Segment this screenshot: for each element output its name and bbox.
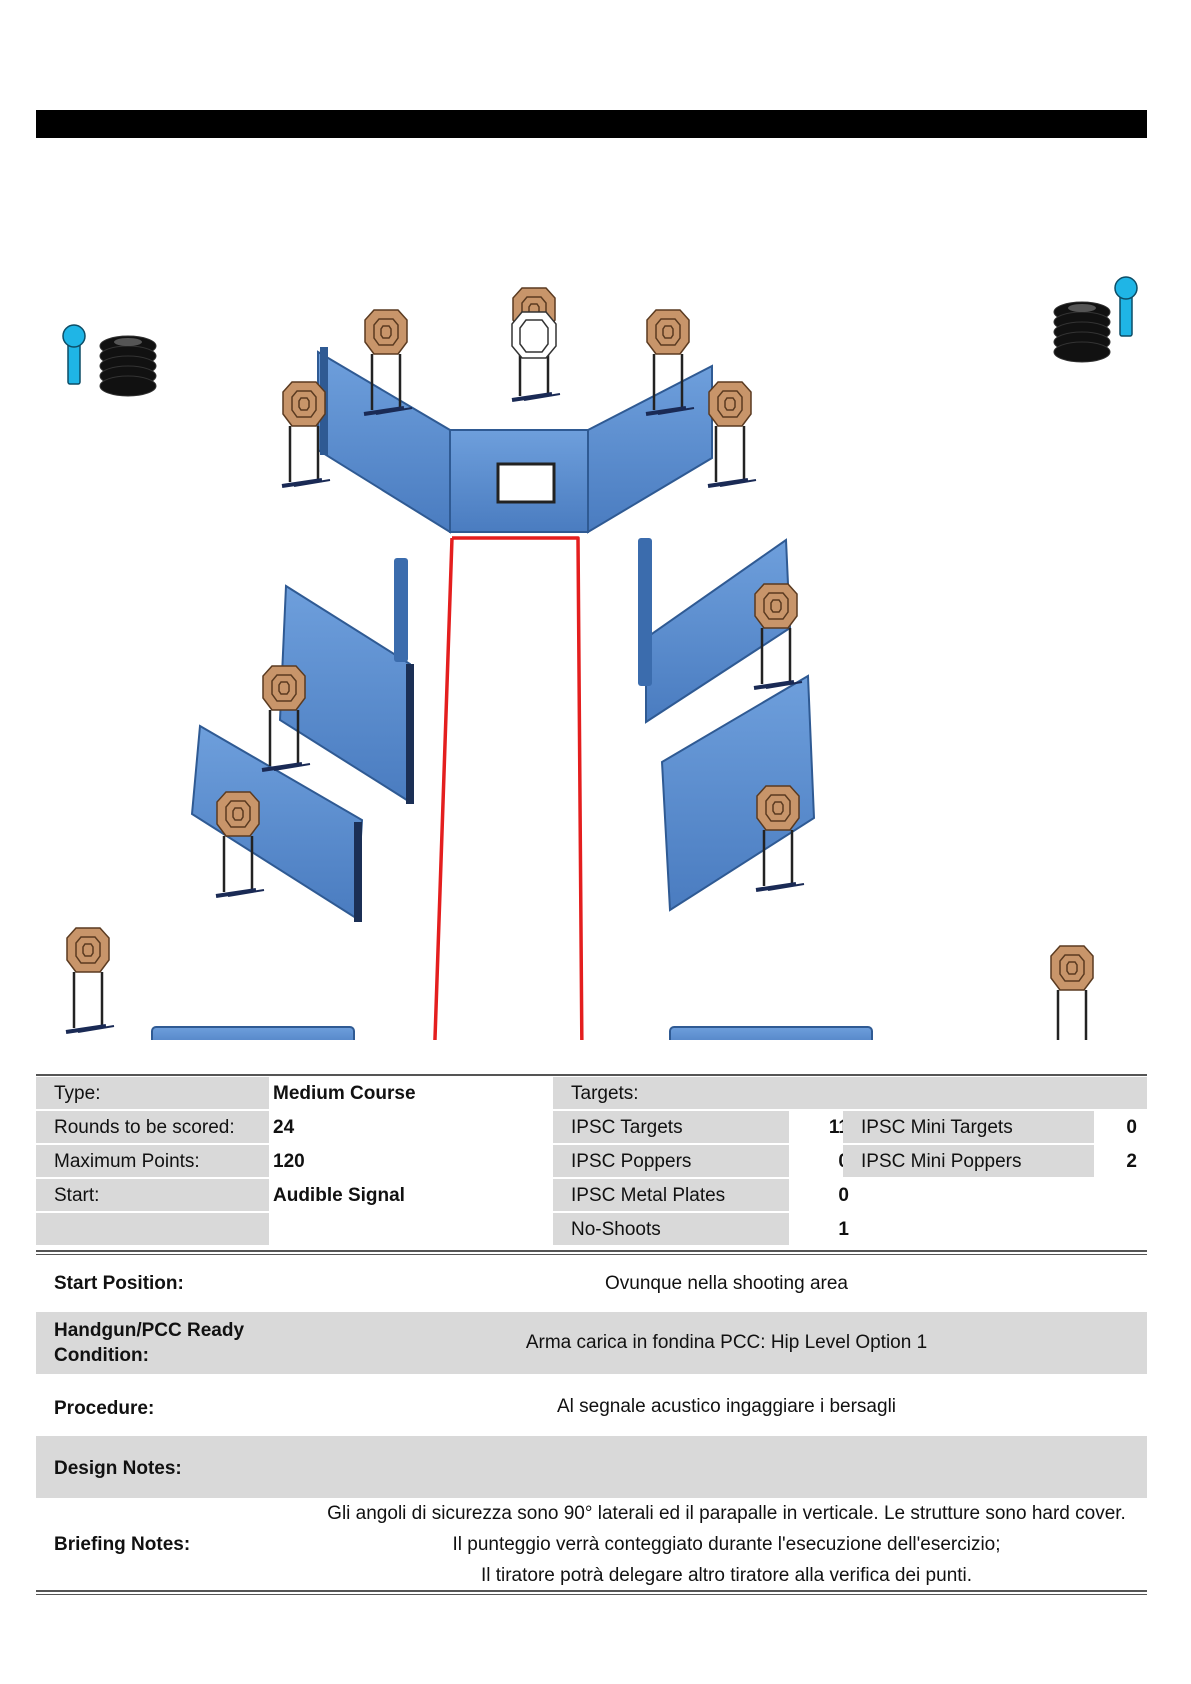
- ready-label-line2: Condition:: [54, 1345, 149, 1366]
- header-bar: [36, 110, 1147, 138]
- target-label-ipsc: IPSC Targets: [553, 1111, 789, 1145]
- wall-left-post: [394, 558, 408, 662]
- rounds-label: Rounds to be scored:: [36, 1111, 269, 1145]
- target-label-plates: IPSC Metal Plates: [553, 1179, 789, 1213]
- wall-top-left: [317, 350, 451, 534]
- ipsc-target-5: [262, 665, 306, 711]
- wall-right-lower: [660, 674, 816, 912]
- shooting-port: [496, 462, 556, 504]
- design-notes-label: Design Notes:: [54, 1458, 182, 1479]
- ready-condition-row: Handgun/PCC Ready Condition: Arma carica…: [36, 1312, 1147, 1374]
- ipsc-target-10-stand: [1048, 988, 1100, 1040]
- target-label-poppers: IPSC Poppers: [553, 1145, 789, 1179]
- tyre-stack-right-top: [1068, 304, 1096, 312]
- low-wall-right: [669, 1026, 873, 1040]
- ipsc-target-3: [646, 309, 690, 355]
- ipsc-target-7: [754, 583, 798, 629]
- procedure-label: Procedure:: [54, 1398, 155, 1419]
- wall-right-upper: [645, 538, 792, 724]
- ipsc-target-4: [708, 381, 752, 427]
- target-count-noshoots: 1: [838, 1219, 849, 1240]
- grid-bottom-rule-1: [36, 1250, 1147, 1252]
- notes-bottom-rule-1: [36, 1590, 1147, 1592]
- targets-label: Targets:: [553, 1077, 1147, 1111]
- start-position-label: Start Position:: [54, 1273, 184, 1294]
- start-label: Start:: [36, 1179, 269, 1213]
- ready-value: Arma carica in fondina PCC: Hip Level Op…: [525, 1332, 928, 1353]
- briefing-line-2: Il punteggio verrà conteggiato durante l…: [452, 1534, 1001, 1555]
- type-value: Medium Course: [273, 1083, 416, 1104]
- grid-bottom-rule-2: [36, 1254, 1147, 1255]
- wall-top-right: [587, 364, 713, 534]
- wall-left-lower-edge: [354, 822, 362, 922]
- rounds-value: 24: [273, 1117, 295, 1138]
- design-notes-row: Design Notes:: [36, 1436, 1147, 1498]
- briefing-notes-label: Briefing Notes:: [54, 1534, 191, 1555]
- mini-label-targets: IPSC Mini Targets: [843, 1111, 1094, 1145]
- ipsc-target-9-stand: [64, 970, 116, 1034]
- target-count-plates: 0: [838, 1185, 849, 1206]
- briefing-line-3: Il tiratore potrà delegare altro tirator…: [480, 1565, 973, 1586]
- ipsc-target-9: [66, 927, 110, 973]
- ipsc-target-4-stand: [706, 424, 758, 488]
- start-value: Audible Signal: [273, 1185, 405, 1206]
- mini-popper-left: [62, 324, 86, 348]
- briefing-line-1: Gli angoli di sicurezza sono 90° lateral…: [327, 1503, 1126, 1524]
- ipsc-target-1: [364, 309, 408, 355]
- mini-count-poppers: 2: [1126, 1151, 1137, 1172]
- shooting-area-fault-line: [433, 536, 584, 1040]
- wall-right-post: [638, 538, 652, 686]
- tyre-stack-left-tyre-4: [99, 375, 157, 397]
- mini-count-targets: 0: [1126, 1117, 1137, 1138]
- ipsc-target-8: [756, 785, 800, 831]
- briefing-notes-row: Briefing Notes: Gli angoli di sicurezza …: [36, 1498, 1147, 1590]
- target-label-noshoots: No-Shoots: [553, 1213, 789, 1247]
- notes-bottom-rule-2: [36, 1594, 1147, 1595]
- maxpoints-label: Maximum Points:: [36, 1145, 269, 1179]
- maxpoints-value: 120: [273, 1151, 305, 1172]
- grid-top-rule: [36, 1074, 1147, 1076]
- procedure-row: Procedure: Al segnale acustico ingaggiar…: [36, 1374, 1147, 1436]
- ready-label-line1: Handgun/PCC Ready: [54, 1320, 245, 1341]
- type-label: Type:: [36, 1077, 269, 1111]
- low-wall-left: [151, 1026, 355, 1040]
- no-shoot-target: [511, 311, 557, 359]
- info-grid: Type: Medium Course Rounds to be scored:…: [36, 1077, 1147, 1253]
- no-shoot-target-inner: [519, 319, 549, 353]
- stage-diagram: [62, 276, 1138, 1040]
- start-position-row: Start Position: Ovunque nella shooting a…: [36, 1256, 1147, 1312]
- mini-label-poppers: IPSC Mini Poppers: [843, 1145, 1094, 1179]
- ipsc-target-2: [282, 381, 326, 427]
- procedure-value: Al segnale acustico ingaggiare i bersagl…: [556, 1396, 897, 1417]
- tyre-stack-left-top: [114, 338, 142, 346]
- ipsc-target-6: [216, 791, 260, 837]
- ipsc-target-10: [1050, 945, 1094, 991]
- start-position-value: Ovunque nella shooting area: [605, 1273, 848, 1294]
- tyre-stack-right-tyre-4: [1053, 341, 1111, 363]
- mini-popper-right: [1114, 276, 1138, 300]
- empty-label-cell: [36, 1213, 269, 1247]
- wall-left-upper-edge: [406, 664, 414, 804]
